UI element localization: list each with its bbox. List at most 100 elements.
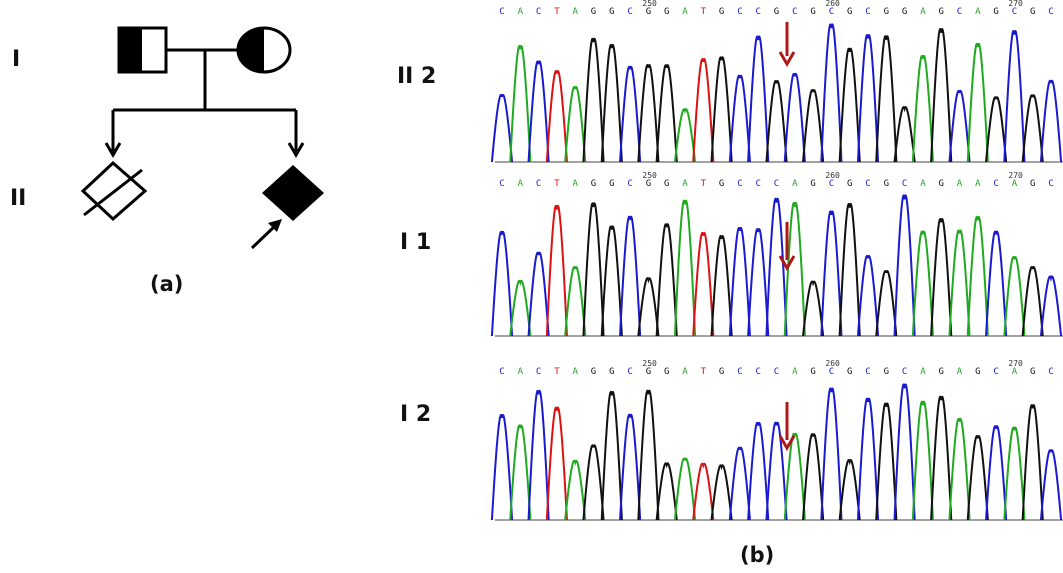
peak-G [985, 96, 1008, 163]
base-call: C [627, 179, 632, 189]
peak-A [911, 400, 934, 521]
base-call: G [884, 367, 889, 377]
base-call: T [701, 367, 707, 377]
base-call: C [829, 179, 834, 189]
base-call: G [1030, 7, 1035, 17]
peak-A [564, 459, 587, 521]
peak-C [1039, 275, 1063, 337]
base-call: A [1012, 367, 1018, 377]
base-call: C [627, 7, 632, 17]
peak-G [710, 235, 733, 337]
peak-G [838, 459, 861, 521]
peak-C [527, 389, 550, 521]
peak-C [856, 397, 880, 521]
base-call: G [646, 7, 651, 17]
base-call: C [902, 179, 907, 189]
base-call: G [938, 179, 943, 189]
peak-C [619, 215, 642, 337]
peak-A [948, 229, 971, 337]
base-call: C [755, 7, 760, 17]
peak-G [637, 389, 660, 521]
position-mark: 250 [642, 359, 657, 368]
peak-C [747, 35, 770, 163]
base-call: C [1012, 7, 1017, 17]
position-mark: 270 [1008, 359, 1023, 368]
base-call: G [993, 7, 998, 17]
base-call: G [938, 367, 943, 377]
pedigree-father-heterozygous [117, 26, 168, 74]
peak-A [1003, 256, 1026, 337]
base-call: A [572, 367, 578, 377]
base-call: A [518, 7, 524, 17]
child2-line [287, 110, 305, 158]
base-call: G [810, 367, 815, 377]
base-call: G [774, 7, 779, 17]
base-call: G [884, 7, 889, 17]
peak-G [600, 390, 623, 521]
base-call: T [554, 179, 560, 189]
peak-C [820, 387, 843, 521]
base-call: G [1030, 367, 1035, 377]
peak-A [564, 86, 587, 163]
base-call: A [572, 179, 578, 189]
peak-C [619, 413, 642, 521]
base-call: A [920, 367, 926, 377]
peak-C [527, 60, 550, 163]
pedigree-mother-heterozygous [236, 26, 292, 74]
base-call: T [554, 7, 560, 17]
base-call: C [902, 367, 907, 377]
position-mark: 270 [1008, 0, 1023, 8]
peak-C [820, 210, 843, 337]
panel-label-b: (b) [740, 543, 775, 567]
peak-G [966, 435, 989, 521]
base-call: A [957, 179, 963, 189]
base-call: C [499, 367, 504, 377]
peak-G [655, 223, 678, 337]
peak-A [564, 266, 587, 337]
peak-A [783, 201, 806, 337]
base-call: C [774, 367, 779, 377]
peak-C [856, 34, 880, 163]
base-call: A [572, 7, 578, 17]
peak-C [820, 23, 843, 163]
base-call: G [847, 367, 852, 377]
trace-label-II-2: II 2 [397, 64, 437, 89]
base-call: C [737, 367, 742, 377]
base-call: G [664, 7, 669, 17]
peak-G [1021, 266, 1044, 337]
base-call: G [664, 179, 669, 189]
peak-A [673, 457, 697, 521]
base-call: C [1048, 179, 1053, 189]
peak-C [490, 414, 514, 521]
peak-G [875, 270, 898, 337]
base-call: C [1048, 367, 1053, 377]
peak-G [802, 89, 825, 163]
peak-T [692, 58, 715, 163]
peak-G [893, 106, 916, 163]
peak-C [765, 197, 788, 337]
peak-G [1021, 404, 1044, 521]
base-call: G [810, 179, 815, 189]
peak-A [509, 45, 532, 163]
base-call: A [518, 179, 524, 189]
peak-G [600, 43, 623, 163]
base-call: C [627, 367, 632, 377]
base-call: G [719, 179, 724, 189]
base-call: C [865, 367, 870, 377]
peak-A [948, 417, 971, 521]
peak-T [692, 231, 715, 337]
peak-G [838, 202, 861, 337]
peak-C [728, 446, 751, 521]
peak-C [856, 255, 880, 337]
base-call: G [719, 367, 724, 377]
base-call: C [536, 367, 541, 377]
position-mark: 250 [642, 171, 657, 180]
base-call: C [993, 367, 998, 377]
variant-arrow-icon [778, 222, 796, 271]
peak-C [747, 422, 770, 521]
base-call: G [609, 7, 614, 17]
base-call: G [646, 367, 651, 377]
base-call: C [536, 7, 541, 17]
peak-G [582, 202, 605, 337]
